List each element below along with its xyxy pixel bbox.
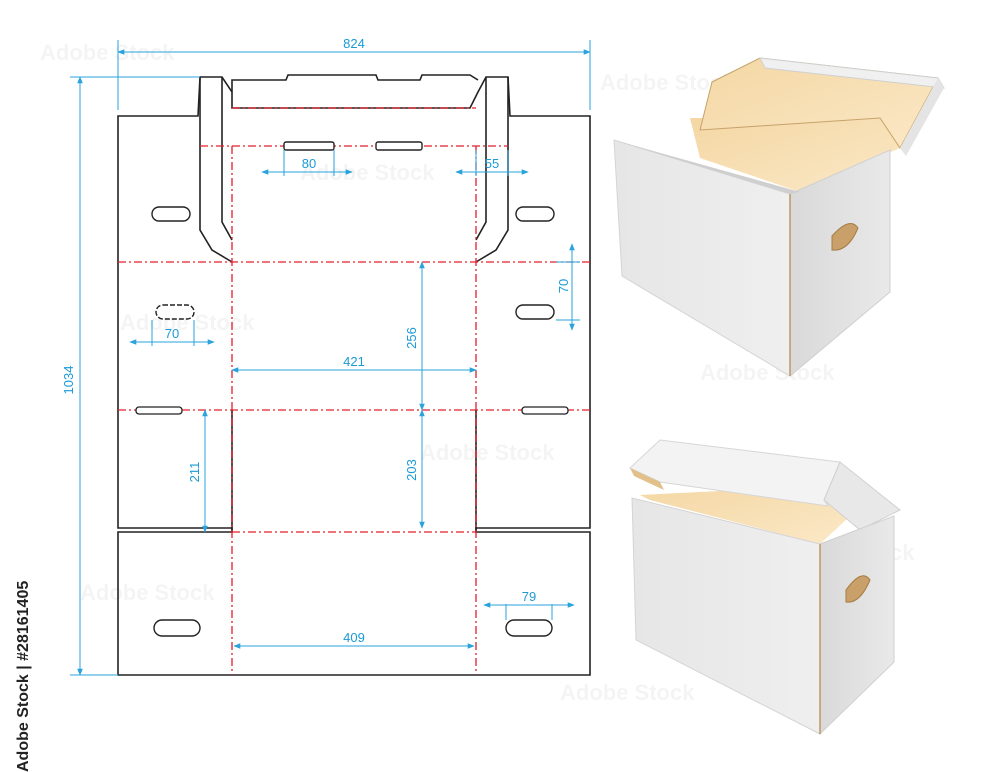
dieline (117, 74, 591, 676)
svg-text:Adobe Stock: Adobe Stock (560, 680, 695, 705)
dim-side-hole-width: 70 (165, 326, 179, 341)
svg-text:Adobe Stock: Adobe Stock (700, 360, 835, 385)
box2-side (819, 515, 895, 736)
slot-lower-left (135, 406, 183, 415)
svg-text:Adobe Stock: Adobe Stock (80, 580, 215, 605)
top-slot-right (375, 141, 423, 151)
dim-handle-hole: 79 (522, 589, 536, 604)
hole-mid-right (515, 304, 555, 320)
hole-base-right (505, 619, 553, 637)
dim-top-slot: 80 (302, 156, 316, 171)
dieline-outline (117, 76, 591, 676)
box-illustration-half-open (629, 439, 901, 736)
dim-panel-width: 421 (343, 354, 365, 369)
dim-total-height: 1034 (61, 366, 76, 395)
dim-flap-height: 211 (187, 462, 202, 483)
left-glue-flap-inner (221, 77, 233, 241)
dim-panel-depth: 256 (404, 327, 419, 349)
box2-handle (845, 575, 871, 603)
dimension-lines: 824 1034 80 55 70 70 421 256 2 (61, 36, 591, 676)
hole-upper-left (151, 206, 191, 222)
top-slot-left (283, 141, 335, 151)
hole-base-left (153, 619, 201, 637)
top-flap-edge (231, 74, 479, 92)
dim-base-width: 409 (343, 630, 365, 645)
left-glue-flap (199, 77, 233, 263)
hole-upper-right (515, 206, 555, 222)
dim-total-width: 824 (343, 36, 365, 51)
slot-lower-right (521, 406, 569, 415)
svg-text:Adobe Stock: Adobe Stock (420, 440, 555, 465)
right-glue-flap-inner (475, 77, 487, 241)
stock-id: Adobe Stock | #28161405 (15, 581, 32, 772)
hole-mid-left (155, 304, 195, 320)
box-illustration-open-back (613, 57, 945, 378)
box1-handle (831, 223, 859, 251)
dim-side-hole-gap: 70 (556, 279, 571, 293)
dim-lower-depth: 203 (404, 459, 419, 481)
dim-top-tab: 55 (485, 156, 499, 171)
